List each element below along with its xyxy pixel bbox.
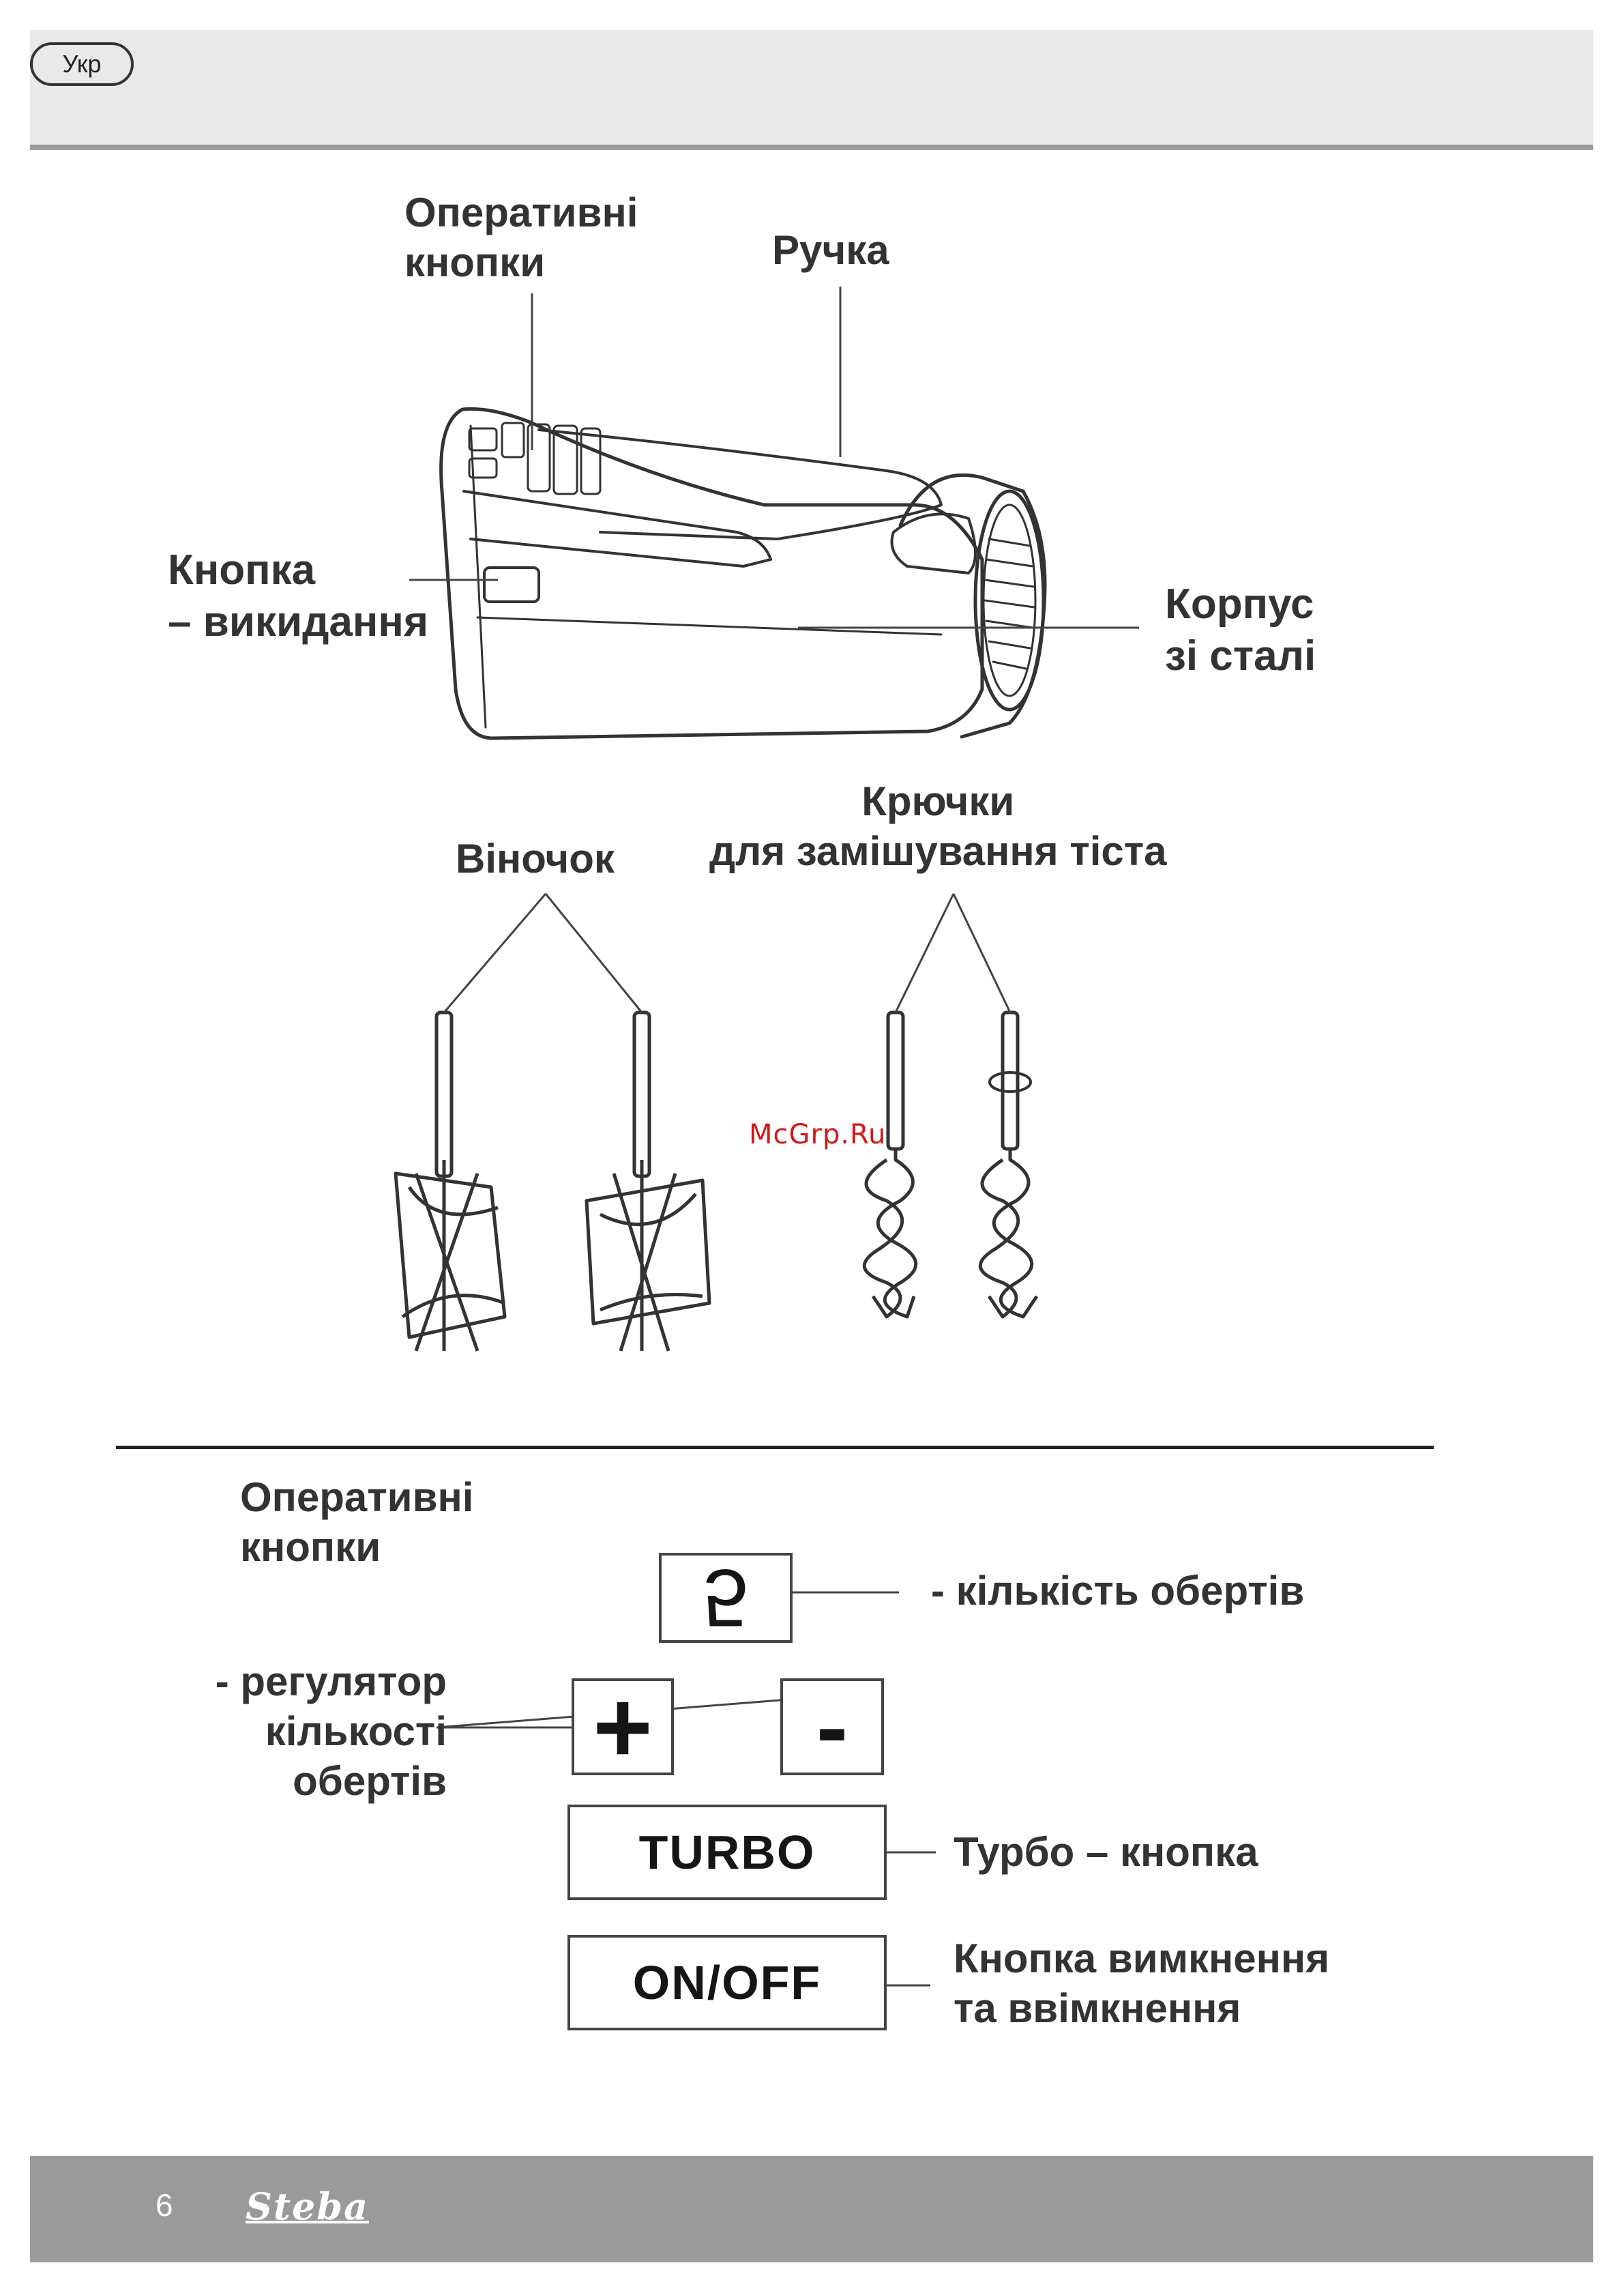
label-dough-hooks: Крючки для замішування тіста — [709, 776, 1167, 876]
label-handle: Ручка — [772, 225, 889, 275]
label-turbo: Турбо – кнопка — [954, 1827, 1258, 1877]
label-whisk: Віночок — [456, 834, 615, 884]
watermark: McGrp.Ru — [749, 1119, 886, 1150]
dough-hooks-illustration — [864, 1012, 1037, 1317]
plus-button[interactable]: + — [572, 1678, 674, 1775]
label-speed-count: - кількість обертів — [931, 1566, 1304, 1616]
brand-logo: Steba — [246, 2185, 369, 2228]
page-number: 6 — [156, 2187, 173, 2223]
onoff-button[interactable]: ON/OFF — [567, 1935, 887, 2030]
section-divider — [116, 1446, 1434, 1449]
label-eject-button: Кнопка – викидання — [168, 544, 428, 647]
minus-button[interactable]: - — [780, 1678, 884, 1775]
label-operational-buttons: Оперативні кнопки — [404, 188, 638, 287]
label-steel-housing: Корпус зі сталі — [1165, 579, 1316, 682]
mixer-body-illustration — [441, 409, 1045, 738]
controls-title: Оперативні кнопки — [240, 1472, 473, 1572]
turbo-button[interactable]: TURBO — [567, 1805, 887, 1900]
speed-display: 5 — [659, 1553, 793, 1643]
label-onoff: Кнопка вимкнення та ввімкнення — [954, 1934, 1329, 2033]
whisk-illustration — [396, 1012, 709, 1351]
label-speed-regulator: - регулятор кількості обертів — [193, 1657, 447, 1807]
